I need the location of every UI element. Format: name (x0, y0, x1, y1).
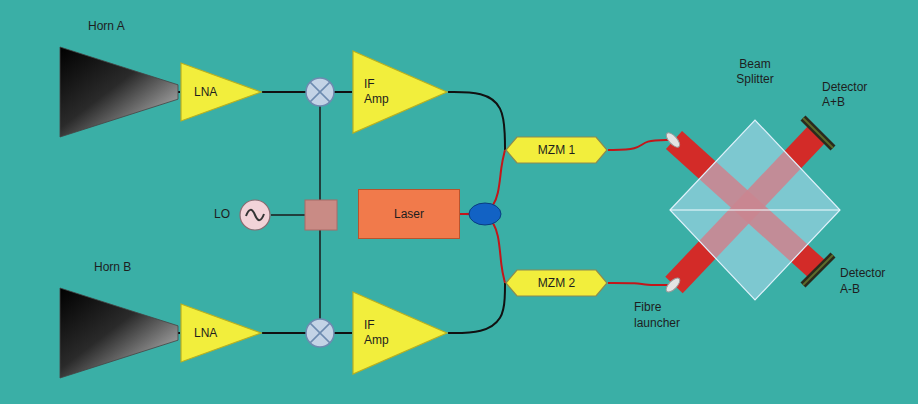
component-text: IF Amp (364, 318, 396, 348)
signal-wire (448, 92, 505, 150)
amplifier-triangle: LNA (180, 62, 262, 122)
horn-antenna: Horn A (60, 47, 178, 137)
oscillator-circle-outline (239, 199, 271, 231)
optical-fibre (608, 140, 670, 150)
component-text: LNA (194, 85, 217, 100)
oscillator-circle: LO (239, 199, 271, 231)
component-text: IF Amp (364, 77, 396, 107)
mixer-symbol (306, 78, 334, 106)
component-text: MZM 2 (538, 276, 575, 291)
horn-antenna-outline (60, 288, 178, 378)
component-label: Detector A+B (822, 80, 882, 111)
fibre-coupler (469, 203, 501, 225)
horn-antenna: Horn B (60, 288, 178, 378)
amplifier-triangle: IF Amp (352, 50, 448, 134)
detector-bar-outline (800, 115, 836, 151)
component-label: Beam Splitter (724, 57, 786, 88)
part-label: Fibre launcher (634, 300, 694, 331)
signal-wire (448, 283, 505, 333)
component-label: Horn A (88, 19, 125, 35)
component-label: LO (214, 207, 230, 223)
detector-bar: Detector A-B (800, 252, 836, 288)
optical-fibre (608, 283, 670, 285)
amplifier-triangle: LNA (180, 303, 262, 363)
component-text: MZM 1 (538, 143, 575, 158)
amplifier-triangle-outline (180, 62, 262, 122)
component-text: LNA (194, 326, 217, 341)
lo-splitter (305, 200, 337, 230)
amplifier-triangle: IF Amp (352, 291, 448, 375)
mixer-symbol (306, 319, 334, 347)
modulator-hexagon: MZM 2 (505, 269, 608, 297)
horn-antenna-outline (60, 47, 178, 137)
detector-bar: Detector A+B (800, 115, 836, 151)
fibre-launcher-lens (664, 131, 682, 150)
component-label: Detector A-B (840, 266, 900, 297)
detector-bar-outline (800, 252, 836, 288)
component-label: Horn B (94, 260, 131, 276)
fibre-launcher-lens (664, 276, 682, 295)
laser-box: Laser (358, 189, 460, 239)
amplifier-triangle-outline (180, 303, 262, 363)
modulator-hexagon: MZM 1 (505, 136, 608, 164)
component-text: Laser (394, 207, 424, 222)
